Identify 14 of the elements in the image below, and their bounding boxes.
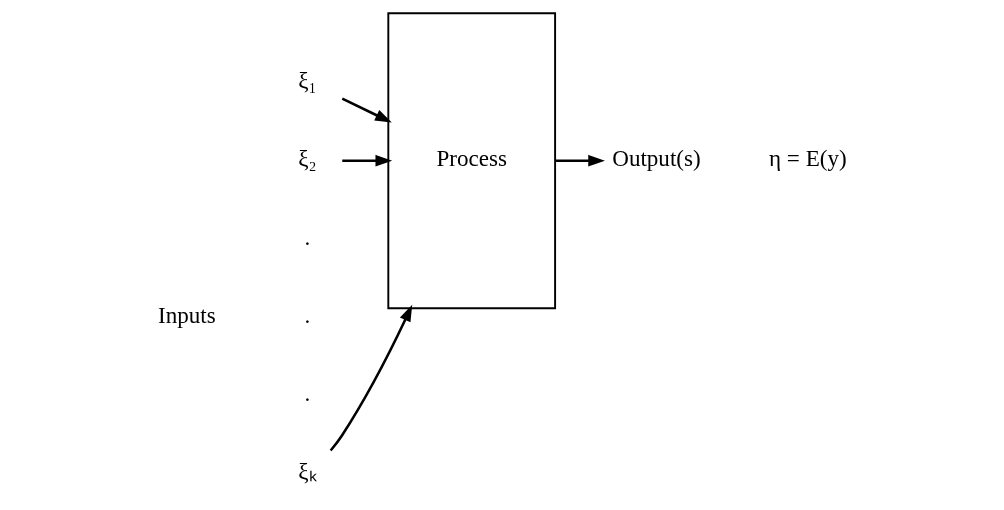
arrow xyxy=(341,154,392,167)
arrow xyxy=(555,154,605,167)
node-text: ξ₁ xyxy=(297,67,317,94)
node-text: ξₖ xyxy=(297,458,317,485)
label: Inputs xyxy=(157,301,216,328)
label: . xyxy=(304,301,310,328)
node-text: ξ₂ xyxy=(297,145,317,172)
label: . xyxy=(304,223,310,250)
label: η = E(y) xyxy=(768,145,847,172)
arrow xyxy=(341,97,392,123)
node-box: Process xyxy=(386,12,556,310)
arrow xyxy=(329,304,412,452)
label: . xyxy=(304,380,310,407)
node-text: Output(s) xyxy=(611,145,701,172)
